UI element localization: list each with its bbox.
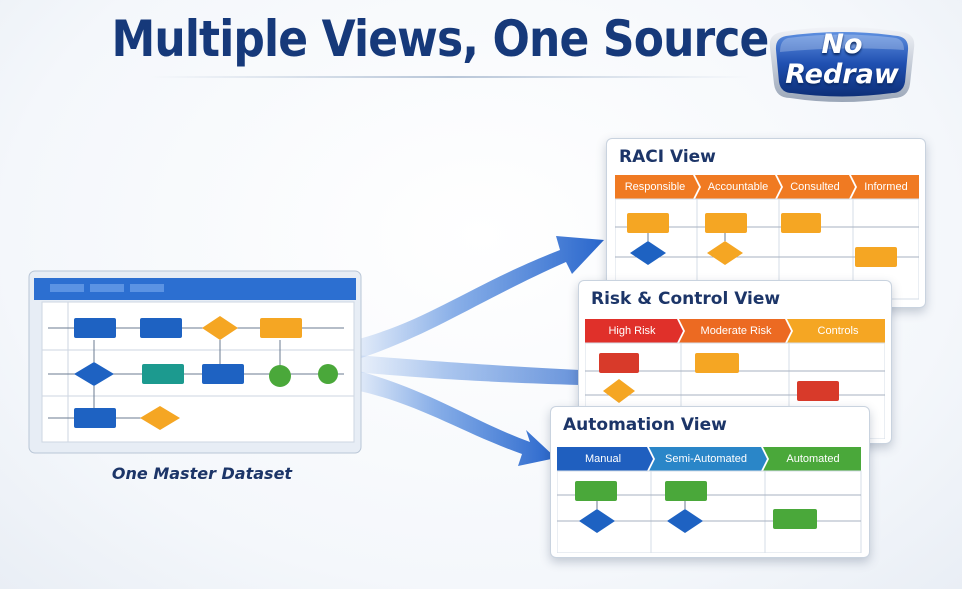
master-caption: One Master Dataset [111,464,293,483]
node-blue [74,408,116,428]
raci-node [781,213,821,233]
raci-lane-responsible: Responsible [624,181,686,193]
raci-lane-consulted: Consulted [790,181,840,193]
risk-node [599,353,639,373]
node-blue [202,364,244,384]
arrow-to-raci [355,236,604,360]
automation-swimlanes [557,447,862,553]
badge-text: No Redraw [768,30,916,90]
automation-view-title: Automation View [563,415,727,435]
node-end [269,365,291,387]
master-dataset-window [28,270,362,454]
node-blue [140,318,182,338]
node-decision [140,406,180,430]
arrow-to-automation [355,370,556,466]
node-end [318,364,338,384]
automation-lane-manual: Manual [584,453,622,465]
title-underline [150,76,750,78]
raci-lane-accountable: Accountable [707,181,769,193]
risk-node [797,381,839,401]
page-title: Multiple Views, One Source [111,10,769,68]
raci-view-panel: RACI View Responsible Accountable Consul… [606,138,926,308]
node-blue [74,318,116,338]
raci-decision [630,241,666,265]
risk-lane-moderate: Moderate Risk [700,325,772,337]
risk-control-view-title: Risk & Control View [591,289,781,309]
badge-line-1: No [821,29,863,60]
raci-node [855,247,897,267]
node-teal [142,364,184,384]
automation-node [575,481,617,501]
raci-view-title: RACI View [619,147,716,167]
no-redraw-badge [769,27,915,102]
automation-node [773,509,817,529]
badge-line-2: Redraw [785,59,899,90]
automation-lane-automated: Automated [786,453,840,465]
risk-decision [603,379,635,403]
node-orange [260,318,302,338]
automation-lane-semi-automated: Semi-Automated [665,453,747,465]
arrow-to-risk [355,355,580,385]
risk-lane-high: High Risk [608,325,656,337]
raci-node [705,213,747,233]
raci-decision [707,241,743,265]
raci-lane-informed: Informed [864,181,908,193]
node-decision [74,362,114,386]
raci-node [627,213,669,233]
automation-node [665,481,707,501]
automation-decision [667,509,703,533]
node-decision [202,316,238,340]
automation-decision [579,509,615,533]
risk-node [695,353,739,373]
automation-view-panel: Automation View Manual Semi-Automated Au… [550,406,870,558]
risk-lane-controls: Controls [817,325,859,337]
